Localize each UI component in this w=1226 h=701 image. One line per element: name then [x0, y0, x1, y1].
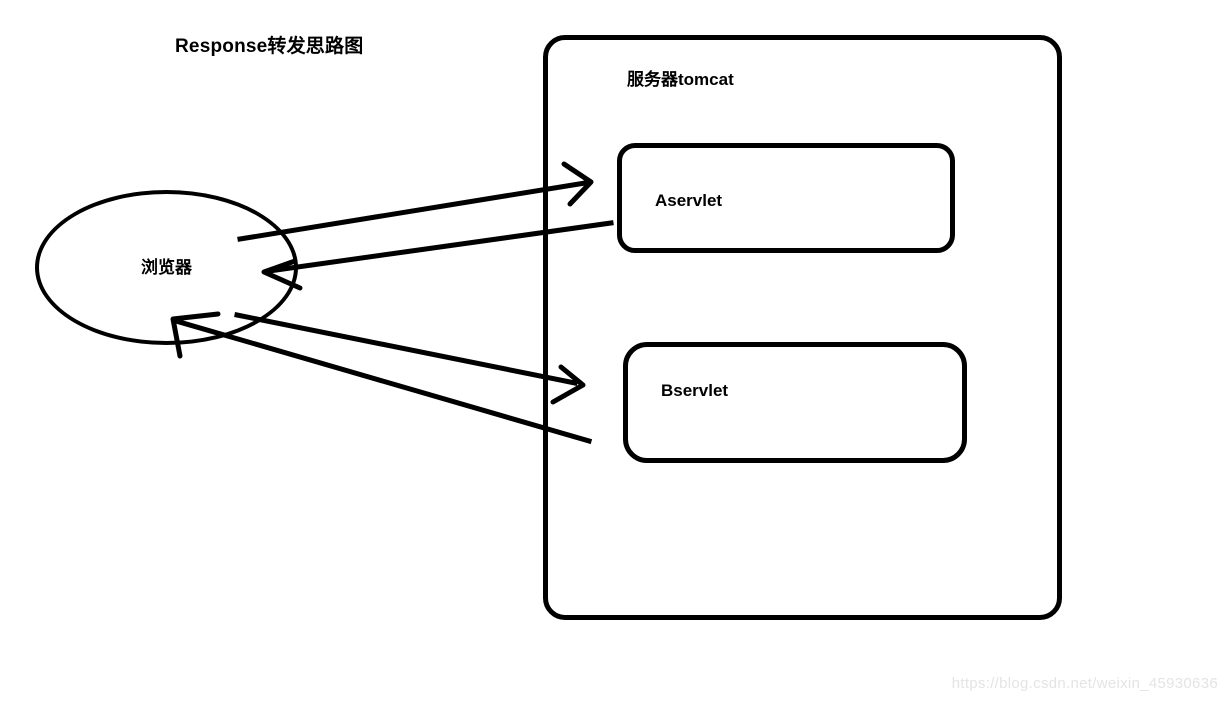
arrow-request-to-aservlet — [237, 161, 594, 242]
bservlet-box: Bservlet — [623, 342, 967, 463]
bservlet-label: Bservlet — [661, 381, 729, 400]
browser-label: 浏览器 — [141, 258, 192, 277]
diagram-title: Response转发思路图 — [175, 36, 364, 57]
arrow-request-to-bservlet — [234, 312, 586, 405]
aservlet-box: Aservlet — [617, 143, 955, 253]
server-tomcat-label: 服务器tomcat — [627, 70, 734, 89]
csdn-watermark: https://blog.csdn.net/weixin_45930636 — [951, 675, 1218, 692]
aservlet-label: Aservlet — [655, 191, 723, 210]
server-tomcat-box: 服务器tomcat Aservlet Bservlet — [543, 35, 1062, 620]
browser-ellipse: 浏览器 — [35, 190, 298, 345]
